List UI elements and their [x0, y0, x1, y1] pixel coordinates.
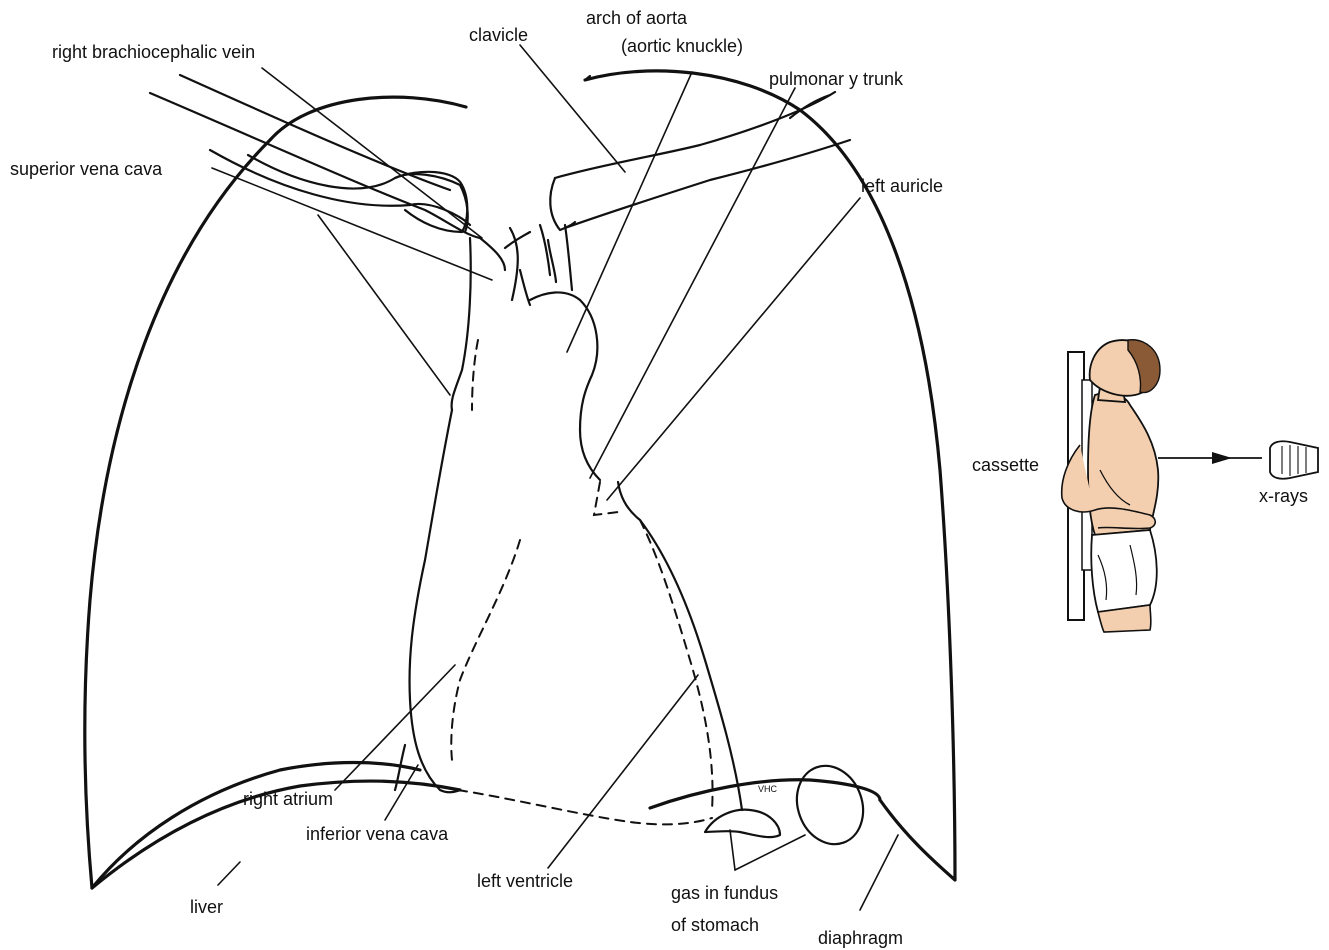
patient-shorts [1091, 530, 1157, 612]
right-clavicle-band [150, 93, 480, 238]
label-left-auricle: left auricle [861, 176, 943, 196]
label-liver: liver [190, 897, 223, 917]
artist-signature: VHC [758, 784, 778, 794]
label-of-stomach: of stomach [671, 915, 759, 935]
label-gas-in-fundus: gas in fundus [671, 883, 778, 903]
label-superior-vena-cava: superior vena cava [10, 159, 163, 179]
left-ventricle-border [618, 482, 742, 810]
heart-silhouette: VHC [395, 292, 778, 824]
label-x-rays: x-rays [1259, 486, 1308, 506]
x-ray-tube-icon [1270, 441, 1318, 479]
label-right-brachiocephalic-vein: right brachiocephalic vein [52, 42, 255, 62]
label-aortic-knuckle: (aortic knuckle) [621, 36, 743, 56]
label-pulmonary-trunk: pulmonar y trunk [769, 69, 904, 89]
label-clavicle: clavicle [469, 25, 528, 45]
label-right-atrium: right atrium [243, 789, 333, 809]
label-left-ventricle: left ventricle [477, 871, 573, 891]
label-diaphragm: diaphragm [818, 928, 903, 948]
label-arch-of-aorta: arch of aorta [586, 8, 688, 28]
aortic-knuckle-outline [530, 292, 600, 480]
label-cassette: cassette [972, 455, 1039, 475]
upper-mediastinum [150, 75, 850, 410]
stomach-gas [705, 756, 874, 853]
inner-dashed-contour [451, 540, 520, 760]
label-inferior-vena-cava: inferior vena cava [306, 824, 449, 844]
right-chest-wall [85, 97, 466, 888]
